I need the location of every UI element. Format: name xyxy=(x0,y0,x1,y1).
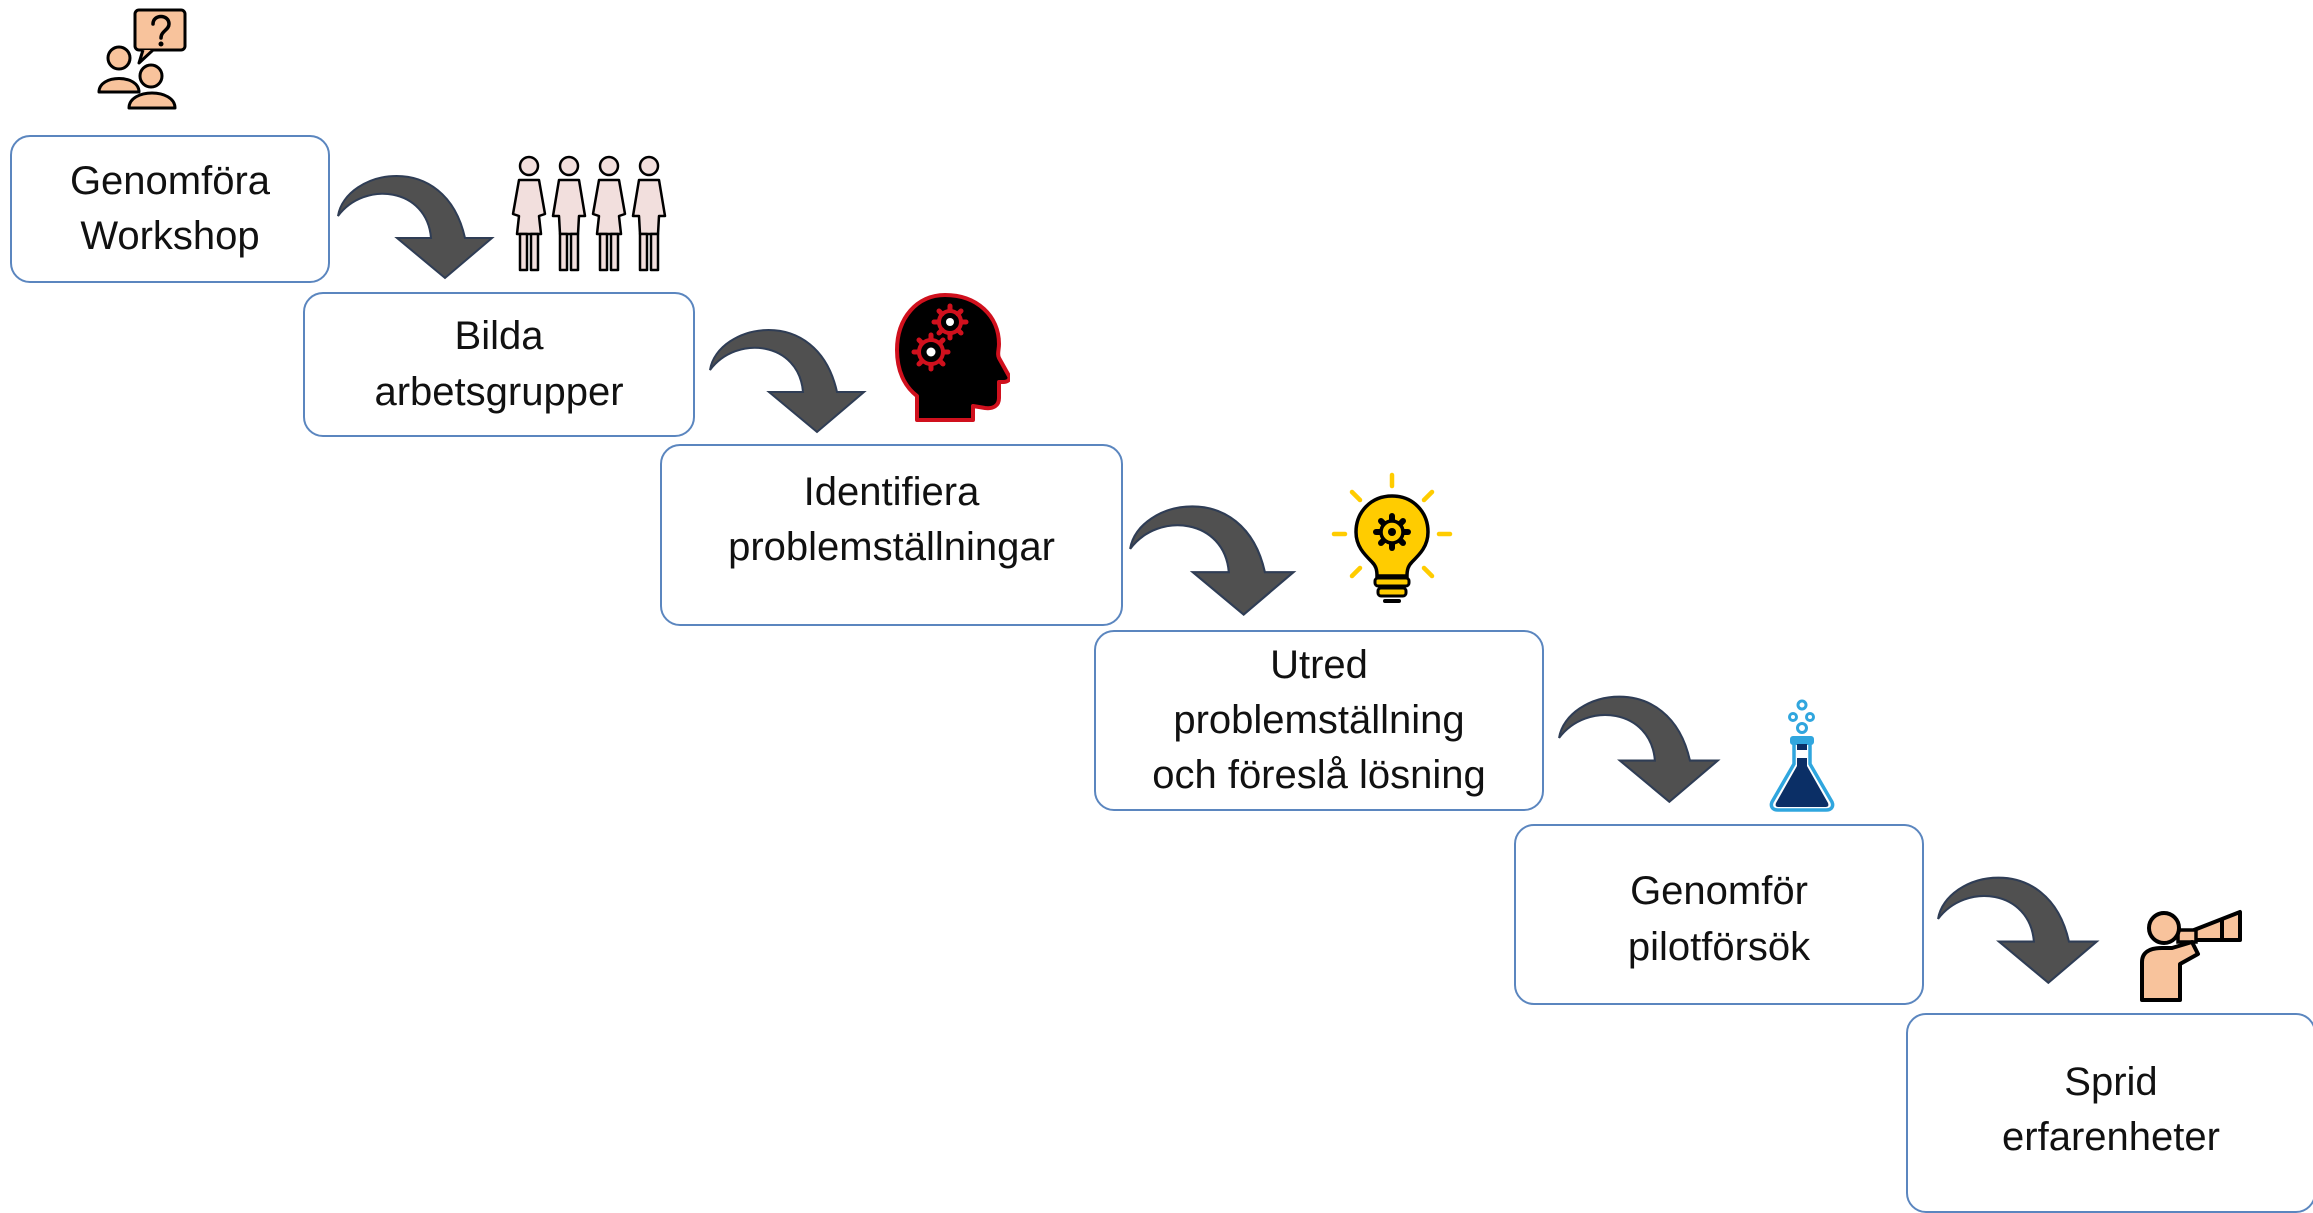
curved-arrow-icon xyxy=(1558,695,1721,804)
curved-arrow-icon xyxy=(337,175,495,280)
step-box-utred: Utred problemställning och föreslå lösni… xyxy=(1094,630,1544,811)
step-box-arbetsgrupper: Bilda arbetsgrupper xyxy=(303,292,695,437)
step-box-sprid: Sprid erfarenheter xyxy=(1906,1013,2313,1213)
people-group-icon xyxy=(511,155,667,272)
step-label: Bilda arbetsgrupper xyxy=(374,314,624,414)
step-box-identifiera: Identifiera problemställningar xyxy=(660,444,1123,626)
curved-arrow-icon xyxy=(1937,876,2100,985)
curved-arrow-icon xyxy=(709,329,867,434)
step-label: Genomföra Workshop xyxy=(69,158,271,258)
step-label: Sprid erfarenheter xyxy=(2002,1059,2220,1159)
curved-arrow-icon xyxy=(1129,505,1297,616)
person-binoculars-icon xyxy=(2140,910,2242,1002)
step-box-workshop: Genomföra Workshop xyxy=(10,135,330,283)
step-box-pilotforsok: Genomför pilotförsök xyxy=(1514,824,1924,1005)
step-label: Identifiera problemställningar xyxy=(728,469,1055,569)
step-label: Genomför pilotförsök xyxy=(1627,869,1811,969)
flask-icon xyxy=(1769,699,1835,812)
discussion-people-icon xyxy=(97,8,187,110)
head-gears-icon xyxy=(895,293,1010,422)
step-label: Utred problemställning och föreslå lösni… xyxy=(1152,642,1486,798)
lightbulb-gear-icon xyxy=(1331,472,1453,603)
